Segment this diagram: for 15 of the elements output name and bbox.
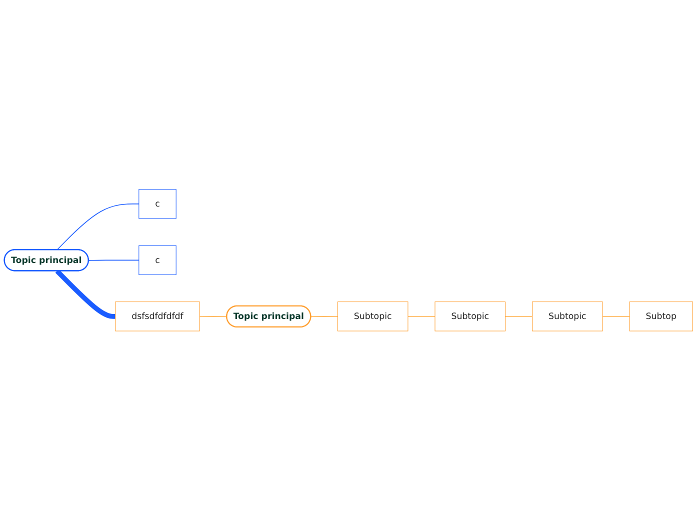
connector [88,260,140,261]
node-box: c [138,188,176,219]
node-box: Subtopic [532,301,603,332]
node-box: c [138,245,176,275]
connector [55,269,116,319]
connector [408,316,436,317]
connector [199,316,228,317]
connector [310,316,338,317]
node-box: Subtopic [337,301,408,332]
node-box: dsfsdfdfdfdf [115,301,200,332]
node-box: Subtop [629,301,693,332]
connector [504,316,533,317]
node-box: Subtopic [434,301,506,332]
connector [56,203,140,250]
connector [602,316,630,317]
